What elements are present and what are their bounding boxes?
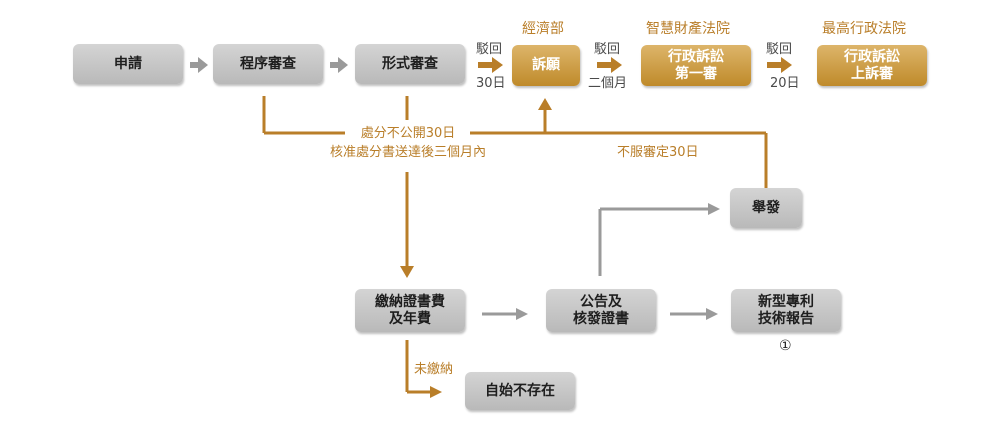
label-2-months: 二個月: [588, 76, 628, 91]
label-disposal-30-days: 處分不公開30日: [360, 126, 456, 141]
node-void: 自始不存在: [465, 372, 575, 410]
node-supreme-appeal: 行政訴訟 上訴審: [817, 45, 927, 86]
arrowhead-to-void: [430, 386, 442, 398]
arrow-petition-to-ipcourt: [597, 57, 622, 73]
node-pay-fees: 繳納證書費 及年費: [355, 289, 465, 332]
node-ip-court-first-instance: 行政訴訟 第一審: [641, 45, 751, 86]
label-appeal-30-days: 不服審定30日: [617, 145, 699, 160]
arrowhead-to-invalidation: [708, 203, 720, 215]
label-disposal-3-months: 核准處分書送達後三個月內: [329, 145, 486, 160]
arrowhead-to-announce: [516, 308, 528, 320]
label-moea: 經濟部: [522, 21, 564, 37]
arrow-procedural-to-formal: [330, 57, 348, 73]
node-formal-review: 形式審查: [355, 44, 465, 84]
note-marker: ①: [779, 338, 792, 354]
node-procedural-review: 程序審查: [213, 44, 323, 84]
node-invalidation: 舉發: [730, 188, 802, 228]
disposal-connector: [262, 96, 768, 268]
gray-connectors: [482, 207, 710, 316]
node-announce-certificate: 公告及 核發證書: [546, 289, 656, 332]
arrow-apply-to-procedural: [190, 57, 208, 73]
arrowhead-to-tech-report: [706, 308, 718, 320]
unpaid-connector: [405, 340, 432, 394]
label-supreme-court: 最高行政法院: [822, 21, 906, 37]
arrowhead-to-petition: [538, 98, 552, 110]
node-apply: 申請: [73, 44, 183, 84]
label-30-days: 30日: [476, 76, 506, 91]
arrow-formal-to-petition: [478, 57, 503, 73]
label-unpaid: 未繳納: [414, 362, 454, 377]
label-ip-court: 智慧財產法院: [646, 21, 730, 37]
label-rejected-3: 駁回: [766, 42, 793, 57]
label-20-days: 20日: [770, 76, 800, 91]
label-rejected-1: 駁回: [476, 42, 503, 57]
node-petition: 訴願: [512, 45, 580, 86]
label-rejected-2: 駁回: [594, 42, 621, 57]
arrow-ipcourt-to-supreme: [767, 57, 792, 73]
arrowhead-to-pay-fees: [400, 266, 414, 278]
node-tech-report: 新型專利 技術報告: [731, 289, 841, 332]
